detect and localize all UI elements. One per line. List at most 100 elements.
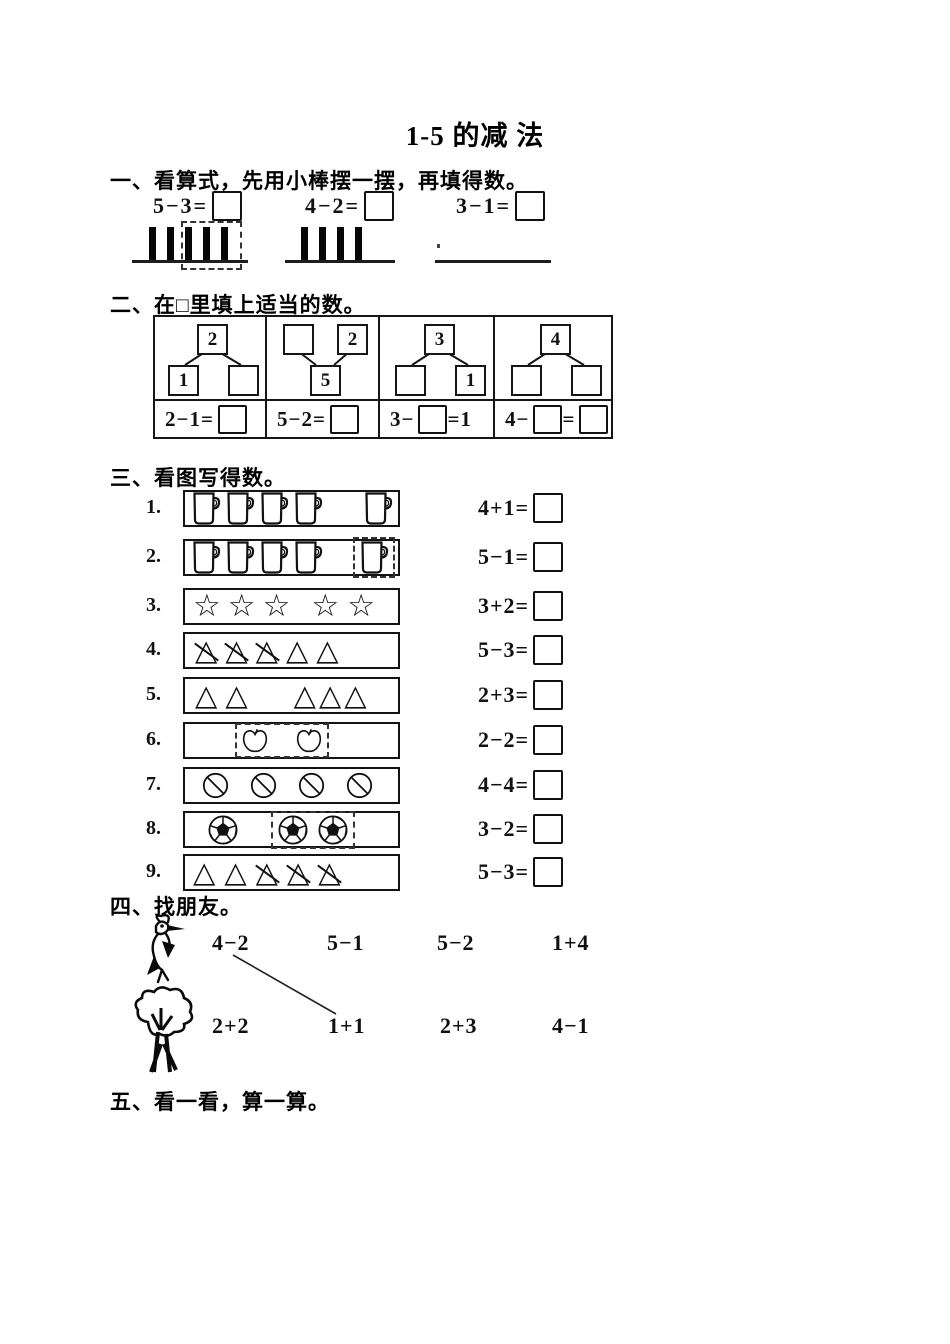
picture-row: 2.5−1= <box>0 537 950 578</box>
bond-box[interactable]: 1 <box>455 365 486 396</box>
row-equation: 5−3= <box>478 635 564 665</box>
answer-box[interactable] <box>533 814 564 844</box>
equation-text: 5−1= <box>478 544 530 569</box>
equation-text: 3+2= <box>478 593 530 618</box>
icon-group: ☆☆ <box>311 591 375 622</box>
bond-equation-1: 2−1= <box>155 399 267 437</box>
picture-box <box>183 537 400 578</box>
cup-icon <box>363 491 393 526</box>
triangle-icon: △ <box>255 855 278 889</box>
bond-box[interactable] <box>395 365 426 396</box>
dashed-group <box>235 723 329 758</box>
answer-box[interactable] <box>515 191 546 221</box>
answer-box[interactable] <box>533 493 564 523</box>
picture-box: △△△△△ <box>183 632 400 669</box>
page-title: 1-5 的减 法 <box>405 121 545 151</box>
match-equation[interactable]: 5−2 <box>437 930 475 955</box>
cup-icon <box>259 540 289 575</box>
bond-box[interactable] <box>228 365 259 396</box>
cup-icon <box>359 540 389 575</box>
match-equation[interactable]: 1+1 <box>328 1013 366 1038</box>
picture-box: △△△△△ <box>183 677 400 714</box>
number-bond-1: 2 1 <box>155 317 267 399</box>
star-icon: ☆ <box>262 588 291 624</box>
answer-box[interactable] <box>533 857 564 887</box>
counting-stick <box>337 227 344 261</box>
answer-box[interactable] <box>364 191 395 221</box>
spacer <box>327 508 363 509</box>
triangle-icon: △ <box>193 855 216 889</box>
row-equation: 5−1= <box>478 542 564 572</box>
bond-box[interactable]: 1 <box>168 365 199 396</box>
picture-box <box>183 722 400 759</box>
row-equation: 5−3= <box>478 857 564 887</box>
row-number: 5. <box>146 683 161 705</box>
slashed-circle-icon <box>202 772 229 799</box>
match-equation[interactable]: 4−1 <box>552 1013 590 1038</box>
spacer <box>239 829 271 830</box>
tree-icon <box>134 986 194 1073</box>
answer-box[interactable] <box>533 635 564 665</box>
row-equation: 4+1= <box>478 493 564 523</box>
row-number: 6. <box>146 728 161 750</box>
scan-speck <box>437 244 440 248</box>
dashed-group <box>353 537 395 578</box>
answer-box[interactable] <box>533 770 564 800</box>
equation-text: 2−1= <box>165 406 214 431</box>
problem2-equation-text: 4−2= <box>305 193 361 218</box>
equation-text: = <box>562 406 576 431</box>
equation-text: =1 <box>447 406 472 431</box>
answer-box[interactable] <box>579 404 609 434</box>
icon-group <box>363 491 393 526</box>
row-equation: 3+2= <box>478 591 564 621</box>
dashed-group-outline <box>181 221 242 270</box>
match-equation[interactable]: 4−2 <box>212 930 250 955</box>
picture-box <box>183 767 400 804</box>
spacer <box>193 740 235 741</box>
cup-icon <box>225 491 255 526</box>
equation-text: 5−3= <box>478 859 530 884</box>
section4-heading: 四、找朋友。 <box>110 896 242 919</box>
match-equation[interactable]: 1+4 <box>552 930 590 955</box>
bond-box[interactable]: 2 <box>337 324 368 355</box>
answer-box[interactable] <box>533 680 564 710</box>
bond-box[interactable] <box>511 365 542 396</box>
answer-box[interactable] <box>533 542 564 572</box>
apple-icon <box>241 726 269 755</box>
answer-box[interactable] <box>212 191 243 221</box>
bond-box[interactable]: 4 <box>540 324 571 355</box>
icon-group <box>191 491 323 526</box>
icon-group: △△△ <box>256 858 341 887</box>
row-number: 8. <box>146 817 161 839</box>
triangle-icon: △ <box>255 633 278 667</box>
picture-row: 6.2−2= <box>0 722 950 760</box>
picture-row: 5.△△△△△2+3= <box>0 677 950 715</box>
triangle-icon: △ <box>225 633 248 667</box>
row-number: 7. <box>146 773 161 795</box>
match-equation[interactable]: 5−1 <box>327 930 365 955</box>
bond-box[interactable]: 3 <box>424 324 455 355</box>
answer-box[interactable] <box>418 404 448 434</box>
bond-box[interactable] <box>283 324 314 355</box>
bond-box[interactable]: 5 <box>310 365 341 396</box>
bond-box[interactable]: 2 <box>197 324 228 355</box>
answer-box[interactable] <box>533 725 564 755</box>
picture-row: 3.☆☆☆☆☆3+2= <box>0 588 950 626</box>
equation-text: 4− <box>505 406 530 431</box>
triangle-icon: △ <box>344 678 367 712</box>
soccer-ball-icon <box>317 814 349 846</box>
match-equation[interactable]: 2+3 <box>440 1013 478 1038</box>
answer-box[interactable] <box>533 404 563 434</box>
answer-box[interactable] <box>329 404 359 434</box>
counting-stick <box>185 227 192 261</box>
section3-heading: 三、看图写得数。 <box>110 467 286 490</box>
match-equation[interactable]: 2+2 <box>212 1013 250 1038</box>
equation-text: 3− <box>390 406 415 431</box>
bond-box[interactable] <box>571 365 602 396</box>
soccer-ball-icon <box>277 814 309 846</box>
answer-box[interactable] <box>217 404 247 434</box>
row-number: 4. <box>146 638 161 660</box>
equation-text: 3−2= <box>478 816 530 841</box>
answer-box[interactable] <box>533 591 564 621</box>
